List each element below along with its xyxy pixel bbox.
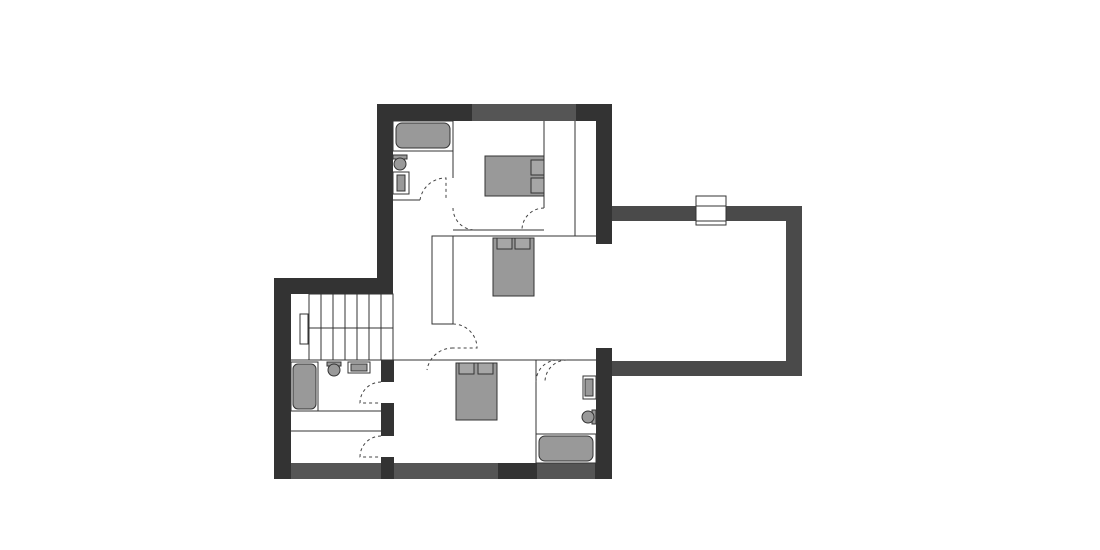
sink-bottom-right [582,375,597,400]
bathtub-top-left [392,120,454,152]
sink-top-left [392,171,410,195]
bed-bottom [455,362,498,421]
terrace-post [695,195,727,226]
toilet-bottom-right [581,409,597,425]
window-bottom-middle [394,463,498,479]
window-top [472,104,576,121]
stair-handrail [299,313,309,345]
closet [431,235,454,325]
exterior-walls [274,104,612,479]
window-bottom-right [537,463,595,479]
bed-top [484,155,545,197]
terrace-walls [612,195,802,376]
interior-walls [291,121,612,467]
staircase [299,293,394,361]
bathtub-bottom-left [290,361,319,412]
toilet-top-left [392,154,408,171]
wall-stubs [596,236,612,360]
toilet-bottom-left [326,361,342,377]
bathtub-bottom-right [535,433,597,464]
sink-bottom-left [347,361,371,374]
doors [359,177,568,458]
window-bottom-left [291,463,381,479]
bed-middle [492,237,535,297]
